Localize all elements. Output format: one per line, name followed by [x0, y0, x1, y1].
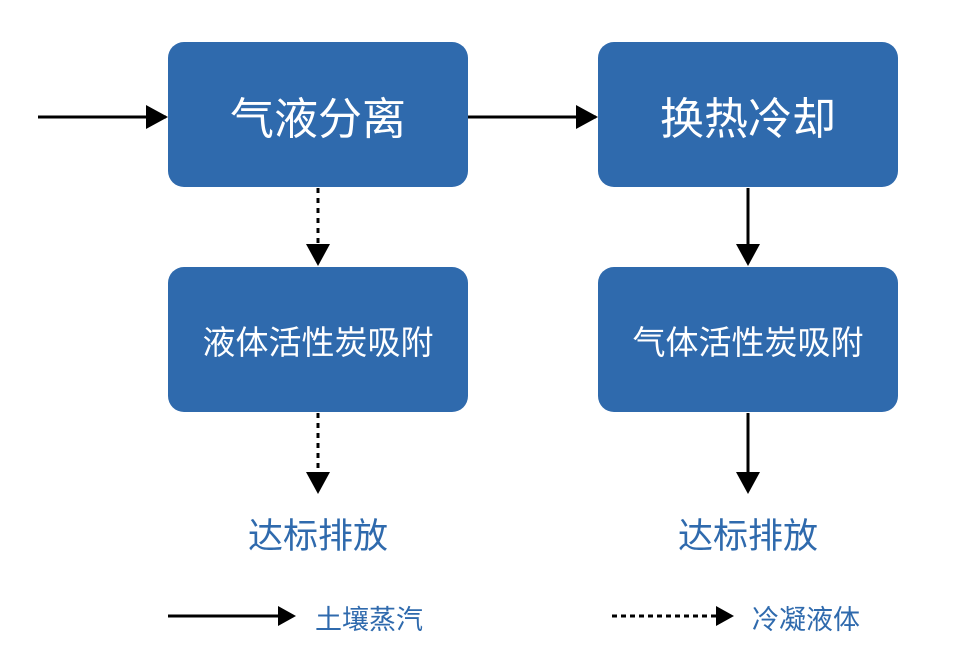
- gas-liquid-separation-box: 气液分离: [168, 42, 468, 187]
- heat-exchange-cooling-box: 换热冷却: [598, 42, 898, 187]
- legend-dashed-label: 冷凝液体: [752, 605, 860, 636]
- liquid-activated-carbon-box: 液体活性炭吸附: [168, 267, 468, 412]
- legend-solid-label: 土壤蒸汽: [315, 605, 423, 636]
- gas-activated-carbon-box: 气体活性炭吸附: [598, 267, 898, 412]
- left-discharge-label: 达标排放: [247, 517, 389, 557]
- right-discharge-label: 达标排放: [677, 517, 819, 557]
